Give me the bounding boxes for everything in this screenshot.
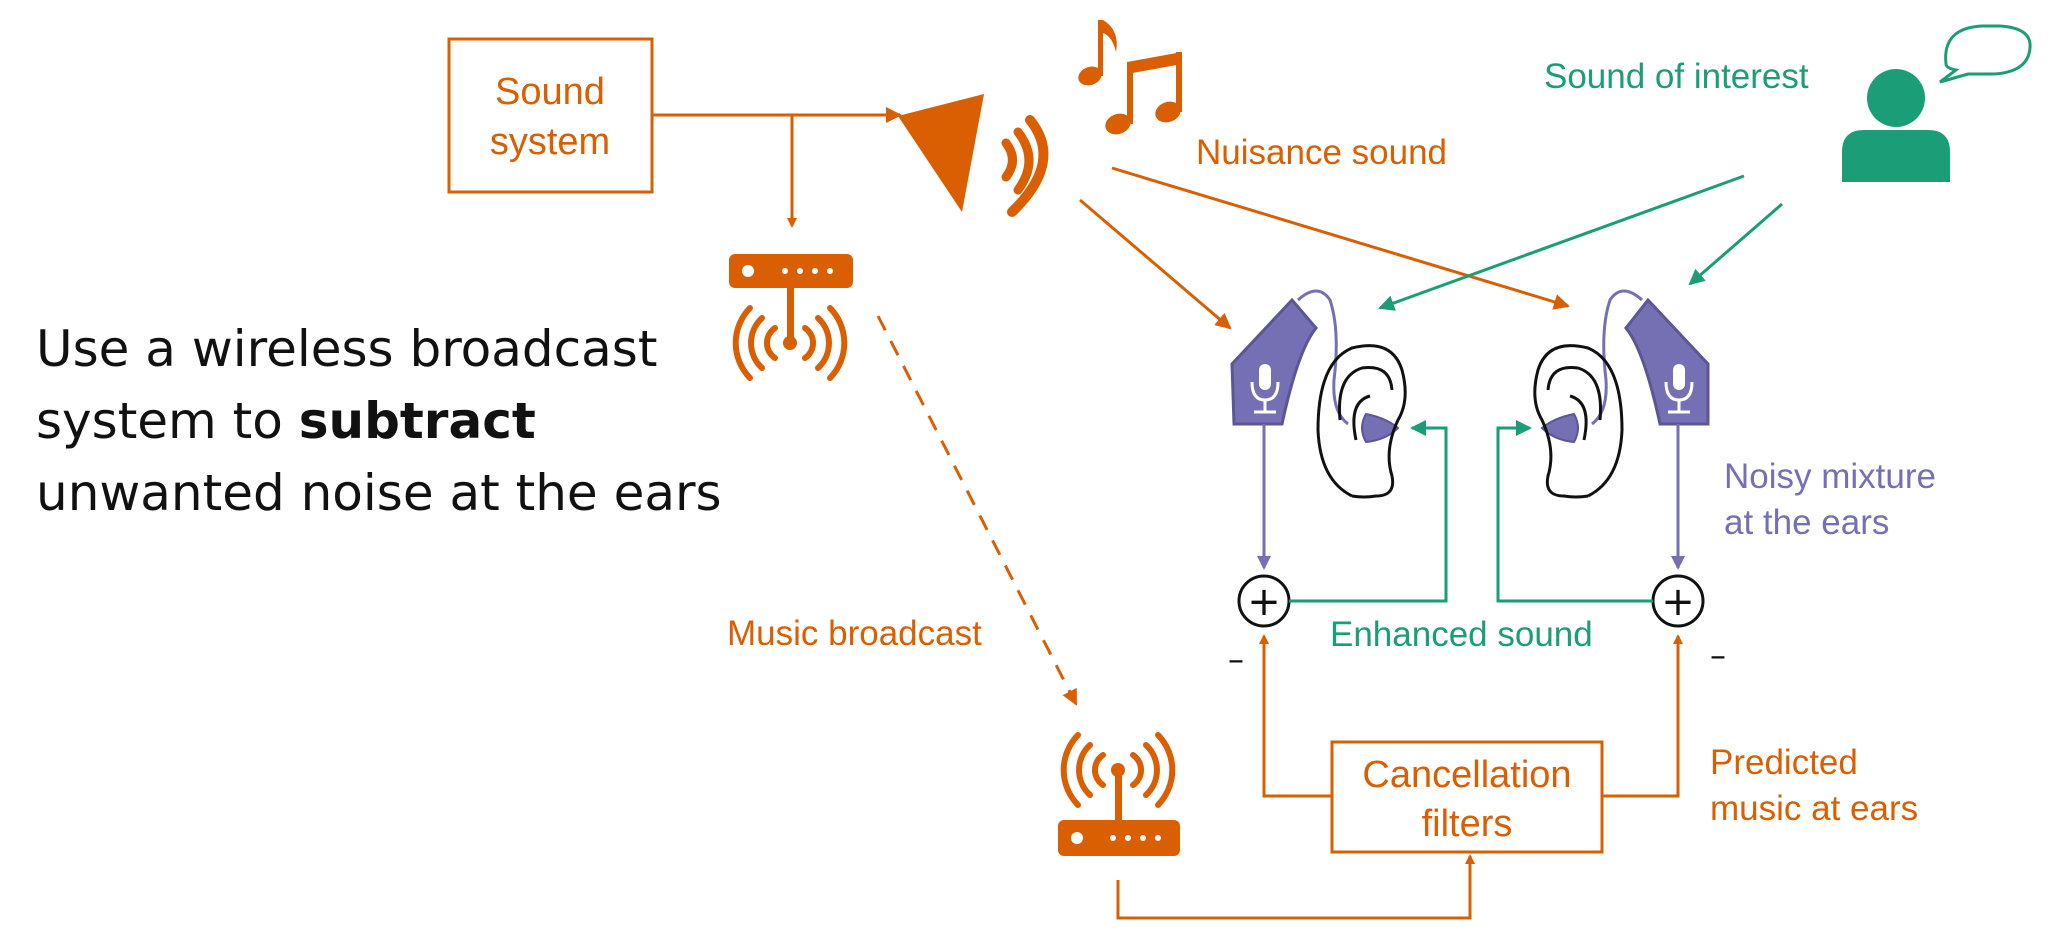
- wireless-transmitter-icon: [729, 254, 853, 381]
- noisy-mixture-label-2: at the ears: [1724, 503, 1889, 542]
- nuisance-arrows: [1079, 166, 1570, 330]
- headline-line-2-prefix: system to: [36, 392, 299, 450]
- minus-sign-left: –: [1228, 640, 1244, 678]
- minus-sign-right: –: [1710, 636, 1726, 674]
- headline-line-2-bold: subtract: [299, 392, 536, 450]
- music-notes-icon: [1078, 20, 1182, 135]
- predicted-label-1: Predicted: [1710, 743, 1858, 782]
- plus-sign-left: +: [1247, 579, 1281, 625]
- headline-line-2: system to subtract: [36, 392, 536, 450]
- receiver-to-filters-line: [1116, 854, 1475, 920]
- noisy-mixture-label-1: Noisy mixture: [1724, 457, 1936, 496]
- wireless-receiver-icon: [1058, 732, 1180, 856]
- sound-system-label-1: Sound: [495, 71, 605, 113]
- interest-arrows: [1378, 174, 1783, 311]
- headline-line-1: Use a wireless broadcast: [36, 320, 657, 378]
- predicted-label-2: music at ears: [1710, 789, 1918, 828]
- hearing-aid-right: [1540, 289, 1710, 444]
- plus-sign-right: +: [1661, 579, 1695, 625]
- ear-icon: [1533, 344, 1624, 499]
- summing-junction-left: + –: [1228, 574, 1291, 678]
- summing-junction-right: + –: [1651, 574, 1726, 674]
- filter-output-lines: [1259, 634, 1683, 798]
- hearing-aid-icon: [1624, 297, 1710, 426]
- headline-line-3: unwanted noise at the ears: [36, 464, 722, 522]
- cancellation-label-1: Cancellation: [1362, 754, 1571, 796]
- person-icon: [1842, 69, 1950, 182]
- sound-system-box: Sound system: [447, 37, 654, 194]
- sound-system-label-2: system: [490, 121, 610, 163]
- music-broadcast-label: Music broadcast: [727, 614, 982, 653]
- microphone-icon: [1250, 364, 1280, 414]
- sound-system-connectors: [652, 107, 902, 228]
- enhanced-sound-label: Enhanced sound: [1330, 615, 1593, 654]
- cancellation-label-2: filters: [1422, 803, 1513, 845]
- mic-to-sum-arrows: [1257, 424, 1685, 570]
- speaker-icon: [898, 94, 1049, 217]
- nuisance-sound-label: Nuisance sound: [1196, 133, 1447, 172]
- speech-bubble-icon: [1939, 24, 2032, 84]
- cancellation-filters-box: Cancellation filters: [1330, 740, 1604, 854]
- microphone-icon: [1664, 364, 1694, 414]
- ear-icon: [1316, 344, 1407, 499]
- sound-of-interest-label: Sound of interest: [1544, 57, 1809, 96]
- hearing-aid-left: [1230, 289, 1400, 444]
- hearing-aid-icon: [1230, 297, 1318, 426]
- enhanced-sound-lines: [1289, 420, 1653, 603]
